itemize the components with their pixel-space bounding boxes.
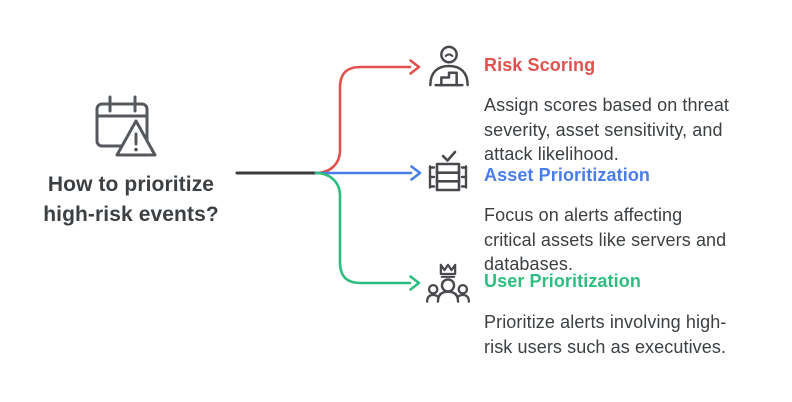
analyst-chart-icon bbox=[429, 45, 469, 87]
user-prioritization-arrow bbox=[314, 171, 412, 285]
user-prioritization-arrowhead bbox=[409, 275, 421, 291]
risk-scoring-arrowhead bbox=[409, 59, 421, 75]
asset-prioritization-label: Asset Prioritization bbox=[484, 165, 651, 185]
asset-prioritization-arrowhead bbox=[410, 165, 422, 181]
server-check-icon bbox=[428, 150, 468, 192]
risk-scoring-description: Assign scores based on threat severity, … bbox=[484, 95, 730, 164]
risk-scoring-label: Risk Scoring bbox=[484, 55, 596, 75]
user-prioritization-label: User Prioritization bbox=[484, 271, 641, 291]
risk-scoring-arrow bbox=[314, 65, 412, 175]
user-prioritization-description: Prioritize alerts involving high- risk u… bbox=[484, 312, 727, 357]
calendar-alert-icon bbox=[95, 95, 157, 157]
asset-prioritization-description: Focus on alerts affecting critical asset… bbox=[484, 205, 727, 274]
users-crown-icon bbox=[426, 263, 470, 303]
question-title: How to prioritize high-risk events? bbox=[43, 173, 219, 226]
